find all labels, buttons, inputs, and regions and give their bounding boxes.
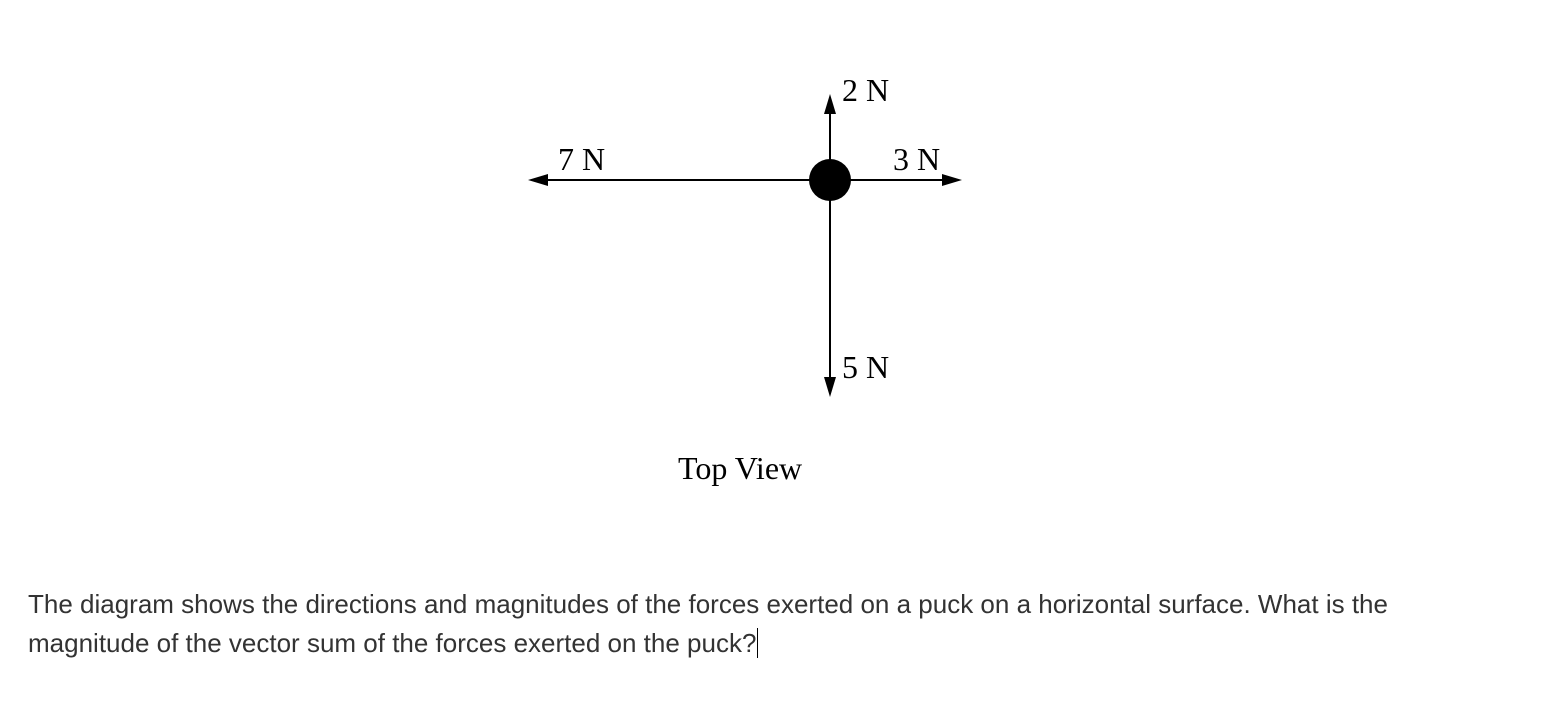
question-text-box[interactable]: The diagram shows the directions and mag… (28, 585, 1488, 663)
arrowhead-right (942, 174, 962, 186)
diagram-caption: Top View (678, 450, 802, 486)
arrowhead-left (528, 174, 548, 186)
arrowhead-up (824, 94, 836, 114)
text-cursor (757, 628, 759, 658)
force-diagram: 2 N 3 N 7 N 5 N Top View (528, 72, 962, 486)
label-right-force: 3 N (893, 141, 940, 177)
puck (809, 159, 851, 201)
arrowhead-down (824, 377, 836, 397)
label-left-force: 7 N (558, 141, 605, 177)
question-text: The diagram shows the directions and mag… (28, 589, 1388, 658)
label-down-force: 5 N (842, 349, 889, 385)
label-up-force: 2 N (842, 72, 889, 108)
